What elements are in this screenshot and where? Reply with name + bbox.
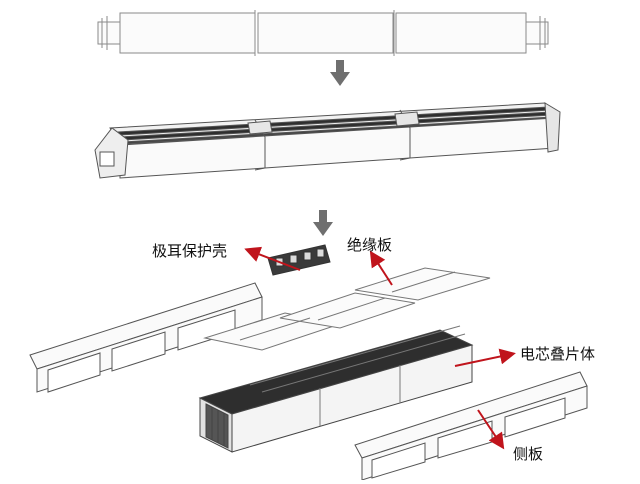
label-side-plate: 侧板: [513, 445, 544, 463]
callout-arrow-cell-stack: [454, 348, 516, 367]
top-module-2: [257, 12, 394, 54]
top-module-3: [395, 12, 527, 54]
callout-arrows: [244, 246, 516, 450]
label-insulation-board: 绝缘板: [347, 236, 393, 254]
callout-arrow-side-plate: [477, 409, 505, 450]
side-plate-right: [354, 371, 588, 481]
insulation-boards: [203, 267, 491, 351]
top-module-1: [119, 12, 256, 54]
callout-arrow-insulation: [369, 250, 393, 286]
top-module-row: [97, 10, 549, 56]
label-tab-protection-shell: 极耳保护壳: [152, 242, 228, 260]
down-arrow-icon: [330, 60, 350, 86]
callout-arrow-tab-shell: [244, 246, 301, 271]
cell-stack: [198, 325, 474, 453]
assembled-module: [94, 102, 561, 179]
down-arrow-icon: [313, 210, 333, 236]
label-cell-stack: 电芯叠片体: [520, 345, 596, 363]
